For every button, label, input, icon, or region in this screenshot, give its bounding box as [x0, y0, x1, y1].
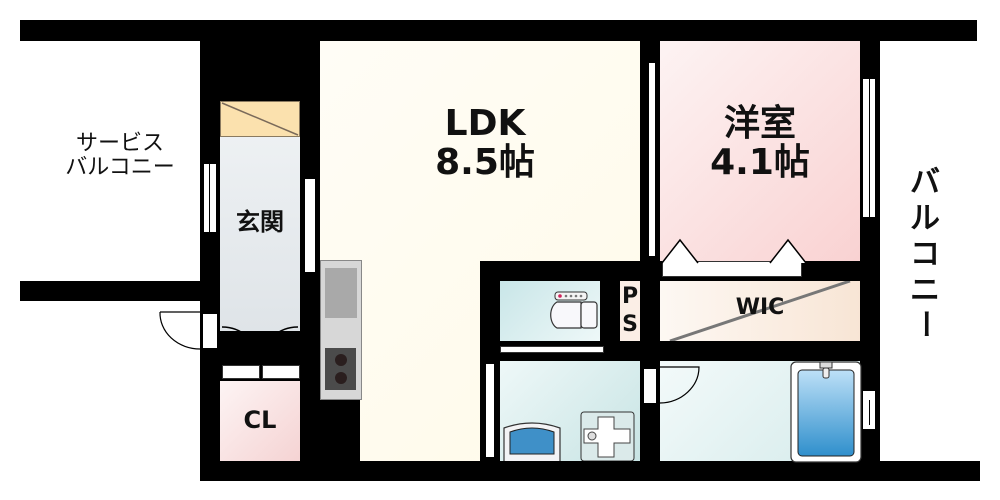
western-name: 洋室 [723, 103, 796, 144]
balcony-label: バ ル コ ニ ー [905, 165, 945, 339]
balcony-char-2: ル [910, 201, 940, 236]
balcony-char-4: ニ [910, 273, 940, 308]
service-balcony-wall [20, 281, 210, 301]
kitchen-wall-2 [320, 400, 360, 461]
front-door-frame[interactable] [202, 313, 218, 349]
toilet-sliding-door[interactable] [500, 346, 604, 353]
entrance-door-swing-icon [221, 326, 299, 365]
washing-machine-icon [580, 411, 635, 461]
closet-label: CL [243, 406, 277, 434]
entrance-window-left[interactable] [203, 163, 217, 233]
bathroom-door-frame[interactable] [643, 368, 657, 404]
room-ps [620, 281, 640, 341]
sink-icon [325, 268, 357, 318]
service-balcony-label: サービス バルコニー [45, 132, 195, 180]
top-wall [20, 20, 977, 41]
closet-door-swing-icon [661, 238, 807, 264]
window-pane-line [869, 78, 870, 218]
front-door-swing-icon [159, 311, 202, 350]
ldk-size: 8.5帖 [435, 141, 535, 183]
wic-rod-icon [669, 281, 851, 341]
washroom-window[interactable] [485, 363, 495, 458]
entrance-door-right[interactable] [262, 365, 300, 379]
entrance-label: 玄関 [236, 208, 284, 236]
ldk-label: LDK 8.5帖 [400, 103, 570, 183]
western-size: 4.1帖 [710, 141, 810, 183]
burner-icon [335, 372, 347, 384]
western-label: 洋室 4.1帖 [690, 103, 830, 183]
window-pane-line [869, 400, 870, 425]
bathroom-door-swing-icon [659, 366, 700, 404]
washbasin-icon [503, 422, 561, 461]
toilet-icon [550, 291, 598, 329]
wic-label: WIC [735, 295, 785, 320]
burner-icon [335, 354, 347, 366]
balcony-char-3: コ [910, 237, 940, 272]
room-western [660, 41, 860, 261]
service-balcony-line1: サービス [75, 131, 164, 156]
entrance-door-left[interactable] [222, 365, 260, 379]
ldk-window-right[interactable] [648, 62, 656, 257]
entrance-window-right[interactable] [304, 178, 316, 273]
western-closet-door[interactable] [662, 261, 802, 277]
window-pane-line [209, 163, 210, 233]
ldk-name: LDK [444, 103, 526, 144]
bathtub-icon [790, 361, 862, 463]
ps-line1: P [621, 284, 639, 309]
service-balcony-line2: バルコニー [65, 154, 175, 180]
balcony-char-5: ー [906, 309, 941, 339]
ps-line2: S [622, 312, 638, 337]
shoe-box-diagonal-icon [221, 102, 299, 136]
room-closet [220, 381, 300, 461]
room-entrance [220, 101, 300, 331]
balcony-char-1: バ [910, 165, 940, 200]
ps-label: P S [620, 283, 640, 339]
